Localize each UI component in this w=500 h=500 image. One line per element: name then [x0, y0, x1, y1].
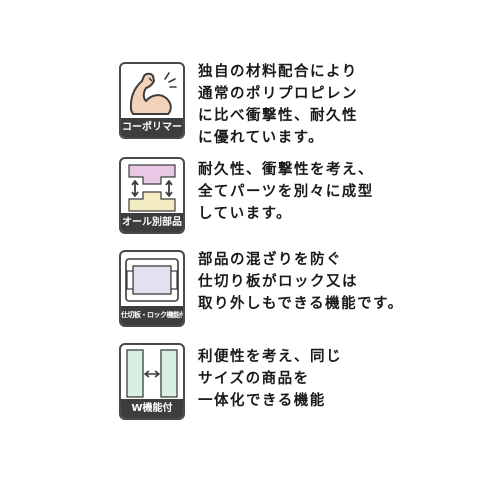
description-line: しています。	[198, 206, 293, 222]
description-line: 全てパーツを別々に成型	[198, 184, 374, 200]
double-connect-icon	[126, 349, 178, 398]
description-line: 通常のポリプロピレン	[198, 86, 358, 102]
double-connect-badge-label: W機能付	[121, 399, 183, 418]
separate-parts-badge: オール別部品	[119, 157, 185, 234]
double-connect-badge: W機能付	[119, 343, 185, 420]
flexed-arm-icon	[129, 72, 177, 115]
description-line: 利便性を考え、同じ	[198, 349, 342, 365]
description-line: サイズの商品を	[198, 371, 310, 387]
copolymer-badge: コーポリマー	[119, 62, 185, 139]
description-line: 仕切り板がロック又は	[198, 274, 358, 290]
separate-parts-description: 耐久性、衝撃性を考え、 全てパーツを別々に成型 しています。	[198, 159, 374, 225]
copolymer-badge-label: コーポリマー	[121, 118, 183, 137]
divider-lock-description: 部品の混ざりを防ぐ 仕切り板がロック又は 取り外しもできる機能です。	[198, 249, 404, 315]
divider-lock-icon	[125, 258, 179, 302]
description-line: に優れています。	[198, 130, 325, 146]
separate-parts-icon	[128, 164, 176, 212]
description-line: 耐久性、衝撃性を考え、	[198, 162, 374, 178]
description-line: に比べ衝撃性、耐久性	[198, 108, 358, 124]
description-line: 独自の材料配合により	[198, 64, 358, 80]
double-connect-description: 利便性を考え、同じ サイズの商品を 一体化できる機能	[198, 346, 342, 412]
separate-parts-badge-label: オール別部品	[121, 213, 183, 232]
divider-lock-badge: 仕切板・ロック機能付	[119, 250, 185, 327]
copolymer-description: 独自の材料配合により 通常のポリプロピレン に比べ衝撃性、耐久性 に優れています…	[198, 61, 358, 149]
divider-lock-badge-label: 仕切板・ロック機能付	[121, 306, 183, 325]
description-line: 取り外しもできる機能です。	[198, 296, 404, 312]
description-line: 一体化できる機能	[198, 393, 326, 409]
description-line: 部品の混ざりを防ぐ	[198, 252, 342, 268]
